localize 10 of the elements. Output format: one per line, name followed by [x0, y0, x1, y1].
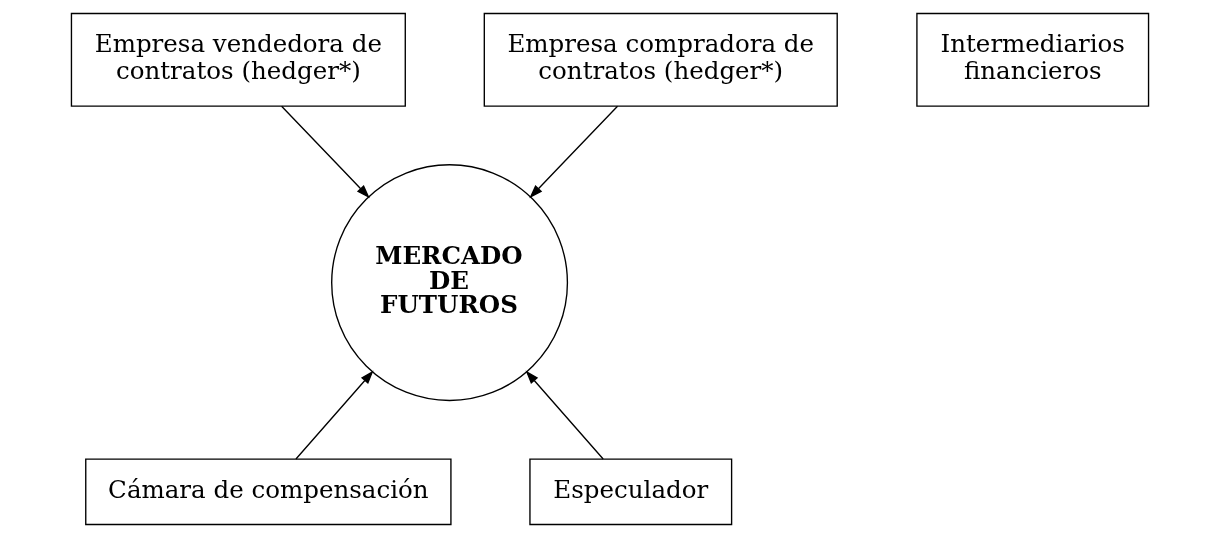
arrow: [295, 370, 374, 460]
node-circle: MERCADO DE FUTUROS: [331, 164, 569, 402]
node-box: Empresa vendedora de contratos (hedger*): [70, 12, 406, 107]
arrow: [529, 105, 619, 199]
node-box: Cámara de compensación: [85, 458, 452, 526]
node-box: Empresa compradora de contratos (hedger*): [483, 12, 838, 107]
node-box: Especulador: [529, 458, 733, 526]
arrow: [280, 105, 370, 199]
arrow: [525, 370, 604, 460]
node-box: Intermediarios financieros: [916, 12, 1150, 107]
